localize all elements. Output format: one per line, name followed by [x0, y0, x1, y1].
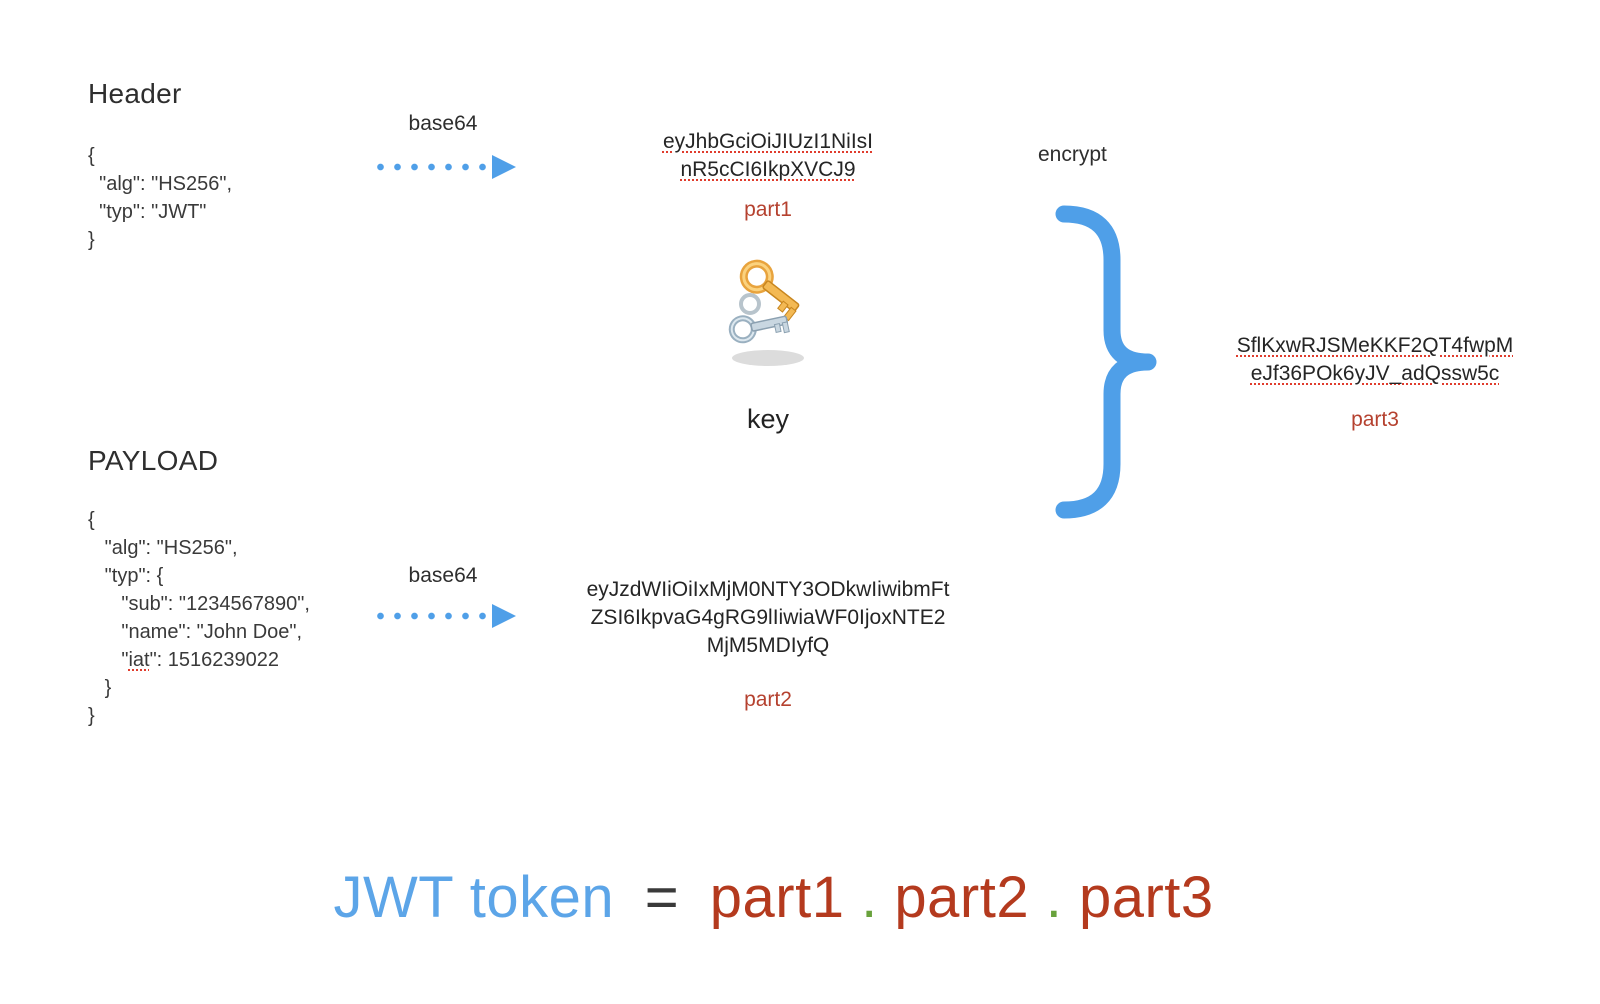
- base64-string-line: MjM5MDIyfQ: [706, 634, 830, 657]
- payload-section-title: PAYLOAD: [88, 445, 219, 476]
- equation-part3: part3: [1078, 865, 1214, 930]
- json-line: }: [88, 229, 95, 251]
- json-line: }: [88, 677, 112, 699]
- jwt-equation: JWT token = part1 . part2 . part3: [334, 864, 1214, 931]
- base64-string-line: SflKxwRJSMeKKF2QT4fwpM: [1236, 334, 1514, 357]
- key-label: key: [746, 404, 790, 434]
- base64-string-line: ZSI6IkpvaG4gRG9lIiwiaWF0IjoxNTE2: [590, 606, 946, 629]
- json-line: "sub": "1234567890",: [88, 593, 310, 615]
- part1-text: eyJhbGciOiJIUzI1NiIsI nR5cCI6IkpXVCJ9: [600, 128, 936, 184]
- json-line: "typ": "JWT": [88, 201, 207, 223]
- base64-label-top: base64: [408, 112, 478, 135]
- keys-icon: [712, 258, 824, 370]
- iat-suffix: ": 1516239022: [149, 649, 280, 671]
- json-line: {: [88, 145, 95, 167]
- header-json-block: { "alg": "HS256", "typ": "JWT" }: [88, 142, 232, 254]
- payload-json-block: { "alg": "HS256", "typ": { "sub": "12345…: [88, 506, 310, 730]
- base64-arrow-top-icon: [372, 155, 516, 179]
- equation-dot: .: [861, 865, 878, 930]
- json-line: {: [88, 509, 95, 531]
- arrow-head: [492, 155, 516, 179]
- base64-label-bottom: base64: [408, 564, 478, 587]
- json-line: "typ": {: [88, 565, 164, 587]
- iat-prefix: ": [88, 649, 129, 671]
- json-line-iat: "iat": 1516239022: [88, 646, 310, 674]
- part3-label: part3: [1351, 408, 1399, 431]
- iat-word: iat: [128, 649, 150, 671]
- equation-part2: part2: [894, 865, 1030, 930]
- base64-string-line: eyJhbGciOiJIUzI1NiIsI: [662, 130, 874, 153]
- part2-label: part2: [744, 688, 792, 711]
- json-line: "alg": "HS256",: [88, 537, 238, 559]
- equation-dot: .: [1045, 865, 1063, 930]
- part1-label: part1: [744, 198, 792, 221]
- arrow-dots: [372, 163, 490, 171]
- base64-string-line: eJf36POk6yJV_adQssw5c: [1250, 362, 1500, 385]
- json-line: "alg": "HS256",: [88, 173, 233, 195]
- arrow-dots: [372, 612, 490, 620]
- arrow-head: [492, 604, 516, 628]
- equation-part1: part1: [709, 865, 845, 930]
- json-line: }: [88, 705, 95, 727]
- json-line: "name": "John Doe",: [88, 621, 303, 643]
- part2-text: eyJzdWIiOiIxMjM0NTY3ODkwIiwibmFt ZSI6Ikp…: [568, 576, 968, 660]
- equation-jwt-token: JWT token: [333, 865, 615, 930]
- part3-text: SflKxwRJSMeKKF2QT4fwpM eJf36POk6yJV_adQs…: [1210, 332, 1540, 388]
- base64-arrow-bottom-icon: [372, 604, 516, 628]
- base64-string-line: eyJzdWIiOiIxMjM0NTY3ODkwIiwibmFt: [586, 578, 950, 601]
- header-section-title: Header: [88, 78, 182, 109]
- encrypt-label: encrypt: [1038, 143, 1107, 166]
- curly-brace-icon: [1052, 202, 1162, 522]
- equation-equals: =: [644, 865, 680, 930]
- base64-string-line: nR5cCI6IkpXVCJ9: [680, 158, 856, 181]
